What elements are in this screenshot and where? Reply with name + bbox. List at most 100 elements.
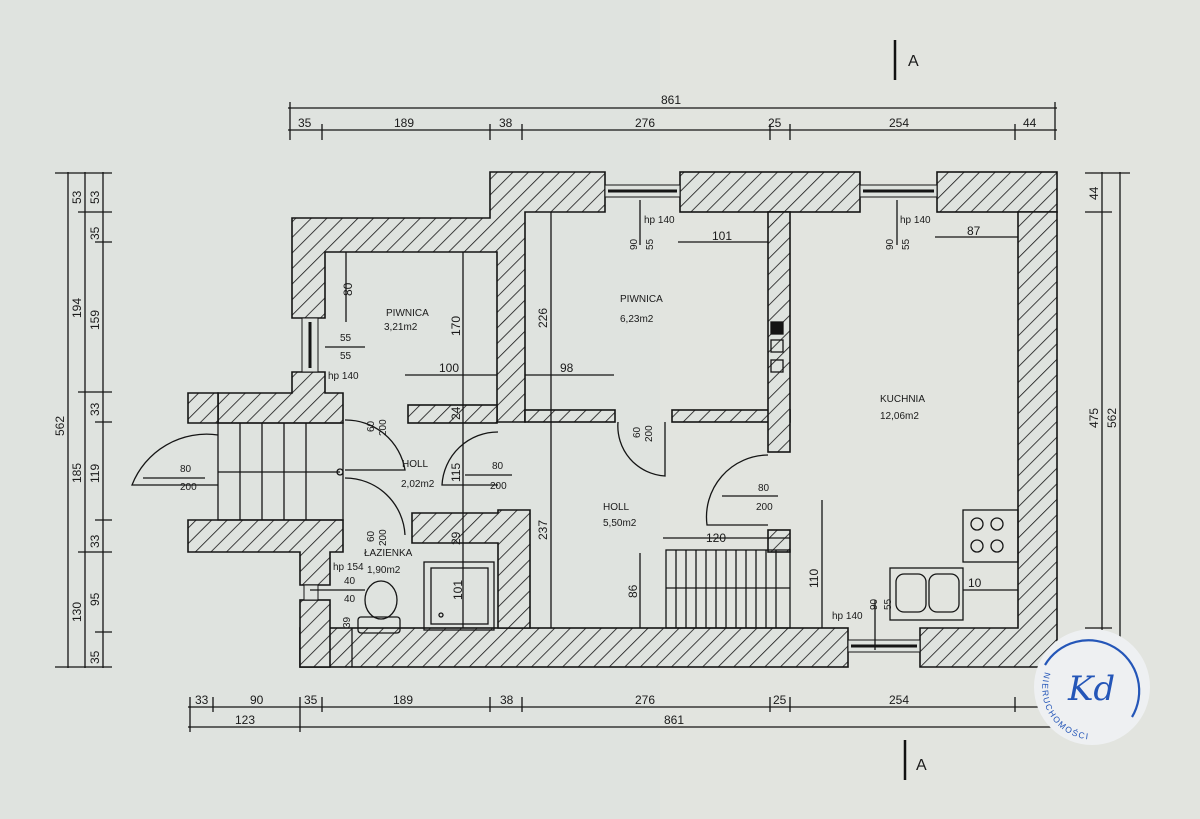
svg-text:90: 90 <box>250 693 264 707</box>
svg-text:HOLL: HOLL <box>402 459 429 470</box>
svg-text:130: 130 <box>70 602 84 622</box>
svg-text:HOLL: HOLL <box>603 502 630 513</box>
svg-text:35: 35 <box>88 650 102 664</box>
svg-text:40: 40 <box>344 594 356 605</box>
svg-text:35: 35 <box>304 693 318 707</box>
svg-text:200: 200 <box>756 502 773 513</box>
svg-text:PIWNICA: PIWNICA <box>620 294 663 305</box>
svg-text:24: 24 <box>449 406 463 420</box>
svg-text:87: 87 <box>967 224 981 238</box>
svg-text:1,90m2: 1,90m2 <box>367 565 401 576</box>
svg-text:hp 140: hp 140 <box>832 611 863 622</box>
svg-text:276: 276 <box>635 116 655 130</box>
svg-text:33: 33 <box>88 534 102 548</box>
svg-text:44: 44 <box>1087 186 1101 200</box>
window-labels: 55 55 hp 140 hp 140 90 55 hp 140 90 55 hp 1… <box>325 215 931 622</box>
svg-text:200: 200 <box>644 425 655 442</box>
room-label-kuchnia: KUCHNIA 12,06m2 <box>880 394 925 422</box>
svg-text:PIWNICA: PIWNICA <box>386 308 429 319</box>
toilet <box>357 580 401 634</box>
svg-text:80: 80 <box>341 282 355 296</box>
svg-text:98: 98 <box>560 361 574 375</box>
svg-text:44: 44 <box>1023 116 1037 130</box>
svg-text:254: 254 <box>889 116 909 130</box>
walls <box>187 171 1058 668</box>
interior-dimension-lines <box>310 200 1018 667</box>
svg-text:2,02m2: 2,02m2 <box>401 479 435 490</box>
svg-text:95: 95 <box>88 592 102 606</box>
svg-text:254: 254 <box>889 693 909 707</box>
door-label-holl: 80 200 <box>465 461 512 492</box>
shower-tray <box>423 561 495 631</box>
section-marker-top: A <box>893 40 919 80</box>
entrance-stairs <box>217 422 344 521</box>
svg-text:115: 115 <box>449 463 463 482</box>
svg-text:33: 33 <box>88 402 102 416</box>
svg-text:200: 200 <box>378 419 389 436</box>
dimension-right: 44 475 562 <box>1085 172 1130 668</box>
company-logo: Kd NIERUCHOMOŚCI <box>1034 629 1150 745</box>
svg-text:237: 237 <box>536 520 550 540</box>
svg-text:55: 55 <box>340 351 352 362</box>
svg-text:A: A <box>908 53 919 70</box>
chimney <box>770 321 784 373</box>
svg-text:25: 25 <box>773 693 787 707</box>
svg-text:55: 55 <box>645 238 656 250</box>
svg-text:200: 200 <box>180 482 197 493</box>
svg-text:170: 170 <box>449 316 463 336</box>
svg-text:90: 90 <box>869 598 880 610</box>
svg-text:12,06m2: 12,06m2 <box>880 411 919 422</box>
svg-text:3,21m2: 3,21m2 <box>384 322 418 333</box>
svg-text:475: 475 <box>1087 408 1101 428</box>
svg-text:38: 38 <box>500 693 514 707</box>
svg-text:101: 101 <box>712 229 732 243</box>
door-swings <box>131 419 769 536</box>
dimension-bottom: 33 90 35 189 38 276 25 254 123 861 <box>188 693 1057 732</box>
svg-text:562: 562 <box>1105 408 1119 428</box>
svg-text:38: 38 <box>499 116 513 130</box>
svg-text:55: 55 <box>901 238 912 250</box>
interior-dimension-texts: 80 170 100 98 226 101 87 24 115 29 237 1… <box>341 224 982 628</box>
svg-text:25: 25 <box>768 116 782 130</box>
svg-text:Kd: Kd <box>1067 669 1115 709</box>
svg-text:60: 60 <box>366 530 377 542</box>
section-marker-bottom: A <box>903 740 927 780</box>
svg-text:562: 562 <box>53 416 67 436</box>
svg-text:53: 53 <box>70 190 84 204</box>
svg-text:80: 80 <box>758 483 770 494</box>
svg-text:185: 185 <box>70 463 84 483</box>
svg-text:35: 35 <box>298 116 312 130</box>
svg-text:5,50m2: 5,50m2 <box>603 518 637 529</box>
room-label-piwnica-1: PIWNICA 3,21m2 <box>384 308 429 333</box>
svg-text:53: 53 <box>88 190 102 204</box>
svg-text:119: 119 <box>88 464 102 483</box>
svg-text:hp 140: hp 140 <box>900 215 931 226</box>
svg-text:39: 39 <box>342 616 353 628</box>
svg-text:55: 55 <box>340 333 352 344</box>
svg-text:10: 10 <box>968 576 982 590</box>
sink <box>889 567 964 621</box>
svg-text:200: 200 <box>490 481 507 492</box>
svg-text:80: 80 <box>492 461 504 472</box>
svg-text:194: 194 <box>70 298 84 318</box>
svg-text:KUCHNIA: KUCHNIA <box>880 394 925 405</box>
svg-text:90: 90 <box>885 238 896 250</box>
door-label-kuchnia: 80 200 <box>722 483 778 513</box>
svg-text:29: 29 <box>449 531 463 545</box>
svg-text:hp 154: hp 154 <box>333 562 364 573</box>
svg-text:200: 200 <box>378 529 389 546</box>
svg-text:123: 123 <box>235 713 255 727</box>
room-label-holl-2: HOLL 5,50m2 <box>603 502 637 529</box>
svg-text:60: 60 <box>632 426 643 438</box>
svg-text:35: 35 <box>88 226 102 240</box>
svg-text:159: 159 <box>88 310 102 330</box>
svg-text:hp 140: hp 140 <box>644 215 675 226</box>
svg-text:101: 101 <box>451 580 465 600</box>
svg-text:hp 140: hp 140 <box>328 371 359 382</box>
svg-text:33: 33 <box>195 693 209 707</box>
